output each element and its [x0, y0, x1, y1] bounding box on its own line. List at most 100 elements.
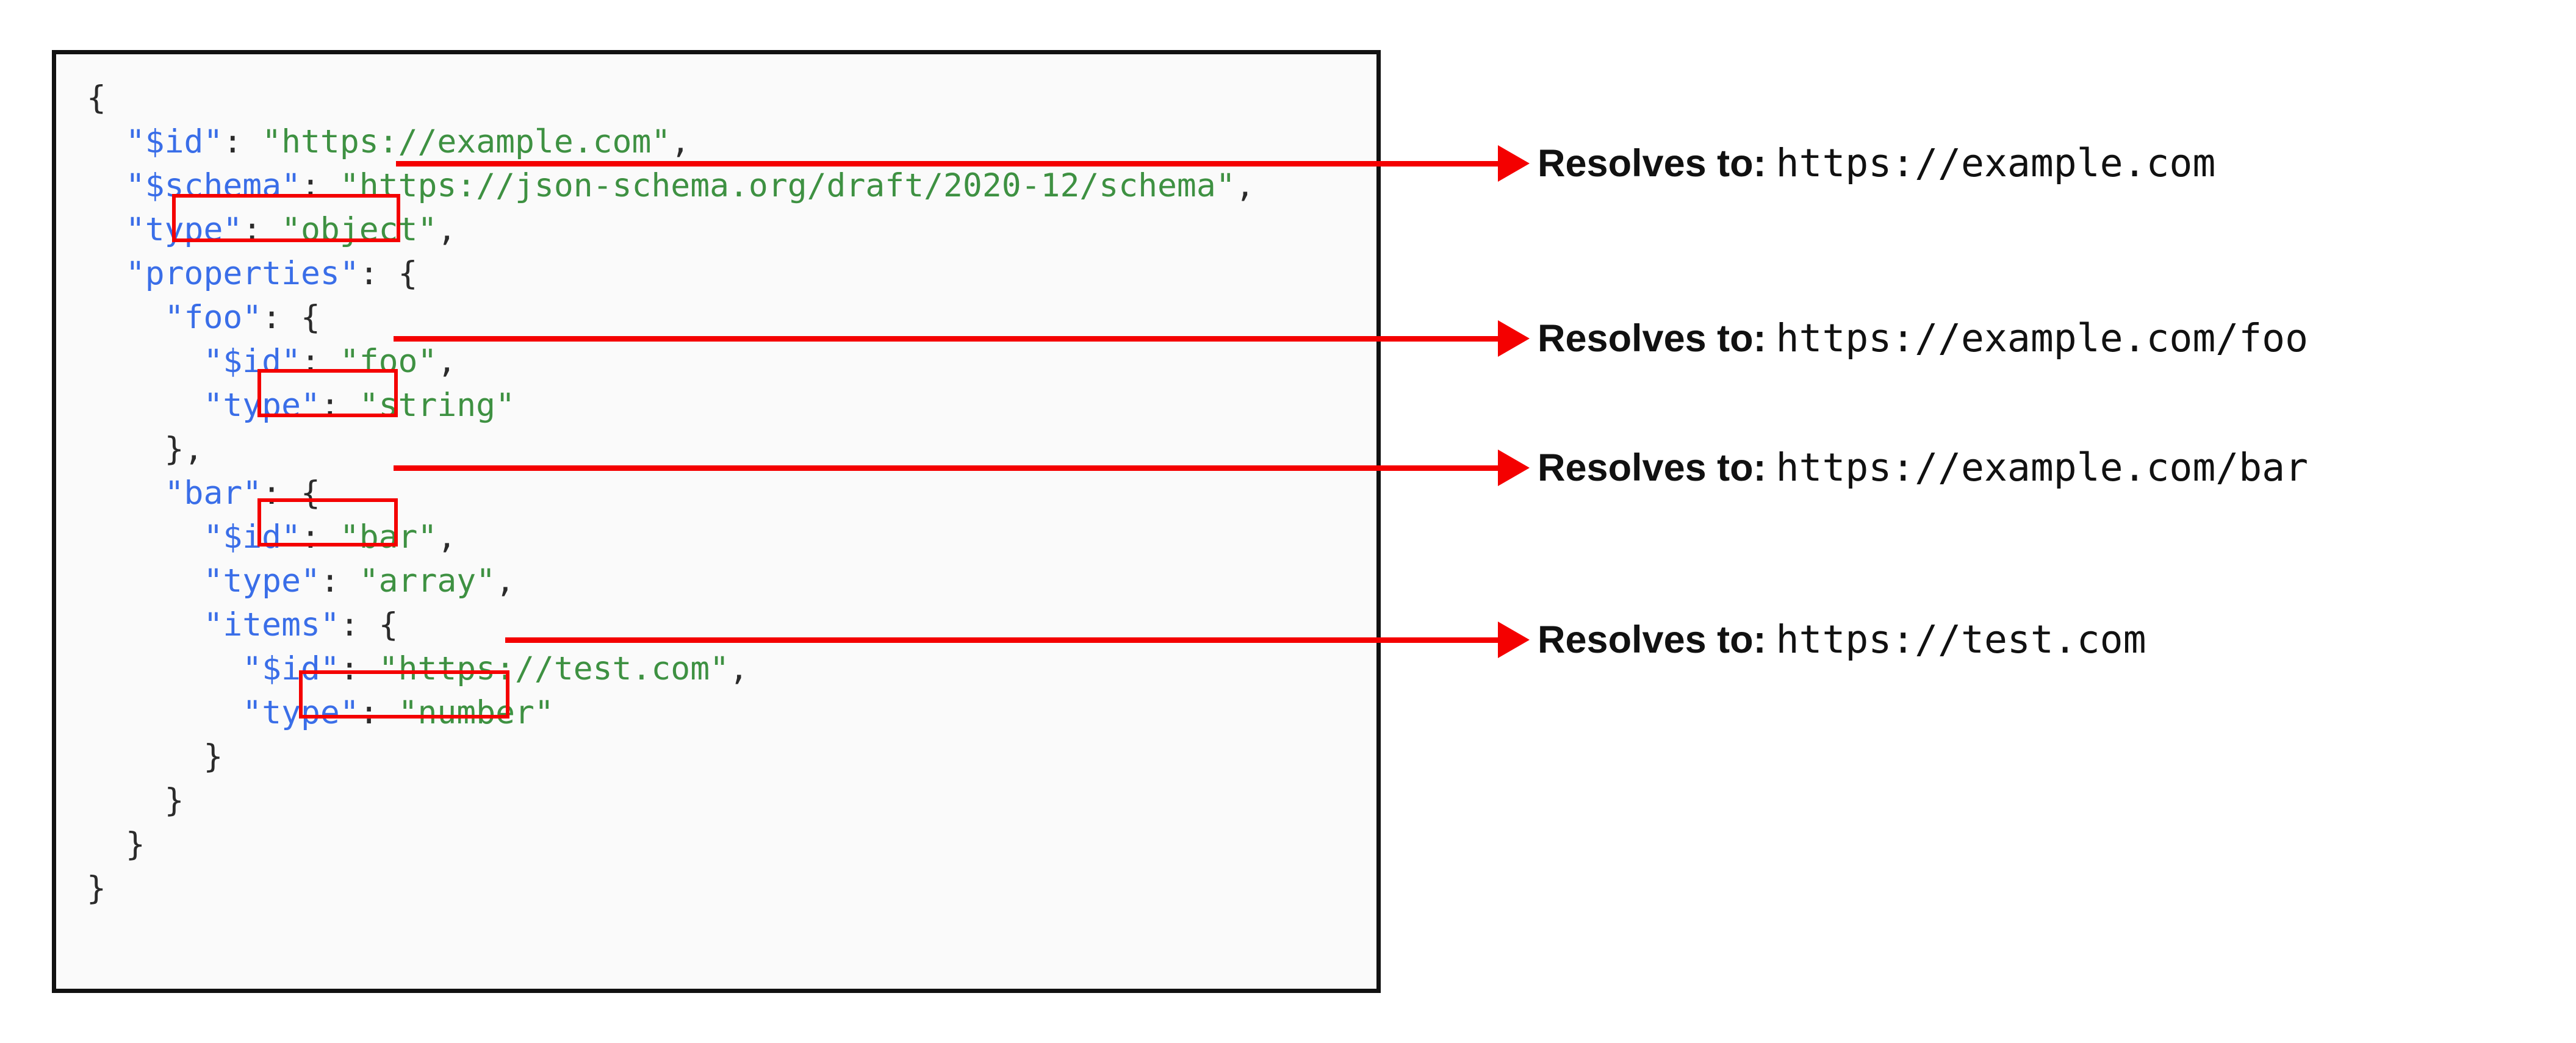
- resolved-uri-value: https://example.com/bar: [1775, 445, 2308, 490]
- code-panel: { "$id": "https://example.com", "$schema…: [52, 50, 1381, 993]
- code-line: "type": "array",: [87, 559, 1255, 603]
- code-token-key: "$id": [203, 343, 301, 380]
- code-token-str: "https://json-schema.org/draft/2020-12/s…: [339, 167, 1236, 204]
- annotation-bar: Resolves to:https://example.com/bar: [1538, 448, 2308, 487]
- code-line: }: [87, 779, 1255, 823]
- code-token-key: "$id": [203, 518, 301, 556]
- code-token-str: "https://test.com": [378, 650, 730, 687]
- code-indent: [87, 343, 203, 380]
- code-token-punct: }: [164, 782, 184, 819]
- json-code-block: { "$id": "https://example.com", "$schema…: [87, 76, 1255, 911]
- arrow-line: [396, 161, 1498, 167]
- code-token-key: "bar": [164, 475, 262, 512]
- resolves-to-label: Resolves to:: [1538, 317, 1766, 360]
- code-line: }: [87, 867, 1255, 911]
- code-token-key: "$id": [242, 650, 340, 687]
- code-token-punct: ,: [437, 518, 457, 556]
- code-token-punct: :: [320, 387, 359, 424]
- code-line: "type": "object",: [87, 208, 1255, 252]
- code-indent: [87, 606, 203, 643]
- code-token-str: "foo": [339, 343, 437, 380]
- code-token-punct: :: [301, 518, 340, 556]
- code-token-key: "type": [125, 211, 243, 248]
- code-token-punct: }: [87, 870, 106, 907]
- code-token-key: "type": [242, 694, 359, 731]
- code-line: "$id": "https://test.com",: [87, 647, 1255, 691]
- code-token-punct: :: [242, 211, 282, 248]
- code-indent: [87, 255, 126, 292]
- code-token-key: "properties": [125, 255, 359, 292]
- code-token-key: "$schema": [125, 167, 301, 204]
- arrow-head-icon: [1498, 622, 1530, 658]
- code-line: "bar": {: [87, 471, 1255, 515]
- code-token-punct: ,: [671, 123, 691, 160]
- code-line: {: [87, 76, 1255, 120]
- code-token-punct: },: [164, 431, 204, 468]
- code-token-punct: : {: [262, 299, 320, 336]
- resolved-uri-value: https://example.com: [1775, 141, 2216, 185]
- code-token-punct: ,: [437, 211, 457, 248]
- code-indent: [87, 387, 203, 424]
- code-indent: [87, 518, 203, 556]
- code-line: "$id": "https://example.com",: [87, 120, 1255, 164]
- code-token-punct: {: [87, 79, 106, 116]
- code-token-punct: :: [301, 167, 340, 204]
- code-token-punct: : {: [359, 255, 418, 292]
- code-indent: [87, 694, 242, 731]
- code-line: }: [87, 735, 1255, 779]
- code-line: "$id": "foo",: [87, 340, 1255, 384]
- arrow-head-icon: [1498, 320, 1530, 357]
- code-token-key: "type": [203, 562, 320, 600]
- code-line: "foo": {: [87, 296, 1255, 340]
- annotation-foo: Resolves to:https://example.com/foo: [1538, 319, 2308, 358]
- code-token-punct: : {: [262, 475, 320, 512]
- code-token-key: "foo": [164, 299, 262, 336]
- resolved-uri-value: https://example.com/foo: [1775, 316, 2308, 360]
- code-token-str: "array": [359, 562, 496, 600]
- code-indent: [87, 562, 203, 600]
- code-token-punct: :: [223, 123, 262, 160]
- code-indent: [87, 738, 203, 775]
- annotation-items: Resolves to:https://test.com: [1538, 620, 2146, 659]
- code-indent: [87, 123, 126, 160]
- resolves-to-label: Resolves to:: [1538, 446, 1766, 489]
- code-token-str: "object": [281, 211, 437, 248]
- code-token-punct: ,: [1235, 167, 1255, 204]
- code-indent: [87, 299, 165, 336]
- code-line: "properties": {: [87, 252, 1255, 296]
- code-indent: [87, 211, 126, 248]
- code-token-punct: }: [203, 738, 223, 775]
- arrow-head-icon: [1498, 145, 1530, 182]
- arrow-head-icon: [1498, 450, 1530, 486]
- code-token-key: "type": [203, 387, 320, 424]
- arrow-line: [394, 336, 1498, 342]
- code-token-punct: : {: [339, 606, 398, 643]
- code-token-punct: ,: [729, 650, 749, 687]
- code-token-str: "number": [398, 694, 554, 731]
- code-token-punct: :: [320, 562, 359, 600]
- code-line: "$id": "bar",: [87, 515, 1255, 559]
- code-indent: [87, 431, 165, 468]
- code-indent: [87, 475, 165, 512]
- code-token-punct: ,: [495, 562, 516, 600]
- code-token-str: "https://example.com": [262, 123, 671, 160]
- code-line: },: [87, 428, 1255, 471]
- code-line: "type": "number": [87, 691, 1255, 735]
- code-token-punct: }: [125, 826, 145, 863]
- code-indent: [87, 650, 242, 687]
- code-token-punct: :: [339, 650, 379, 687]
- code-indent: [87, 167, 126, 204]
- code-token-key: "items": [203, 606, 340, 643]
- code-token-punct: ,: [437, 343, 457, 380]
- code-token-str: "string": [359, 387, 516, 424]
- arrow-line: [505, 637, 1498, 643]
- code-indent: [87, 782, 165, 819]
- resolves-to-label: Resolves to:: [1538, 618, 1766, 661]
- code-line: "type": "string": [87, 384, 1255, 428]
- code-token-punct: :: [359, 694, 398, 731]
- code-indent: [87, 826, 126, 863]
- resolved-uri-value: https://test.com: [1775, 617, 2146, 662]
- resolves-to-label: Resolves to:: [1538, 142, 1766, 185]
- annotation-root: Resolves to:https://example.com: [1538, 144, 2215, 183]
